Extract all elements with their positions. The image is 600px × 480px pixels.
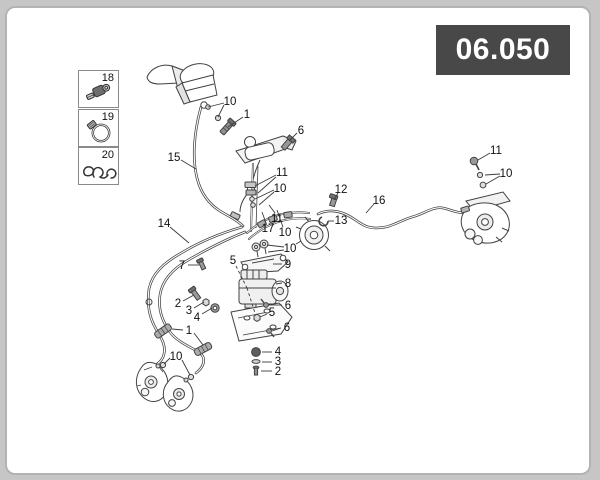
legend-number: 18 — [101, 72, 114, 84]
hose-clamp-icon — [86, 120, 111, 143]
legend-number: 20 — [101, 149, 114, 161]
legend-box-18: 18 — [78, 70, 119, 108]
clip-set-icon — [83, 166, 117, 179]
figure-code-badge: 06.050 — [436, 25, 570, 75]
legend-number: 19 — [101, 111, 114, 123]
legend-box-19: 19 — [78, 109, 119, 147]
figure-code: 06.050 — [455, 33, 551, 66]
abs-sensor-icon — [86, 83, 111, 100]
legend-box-20: 20 — [78, 147, 119, 185]
